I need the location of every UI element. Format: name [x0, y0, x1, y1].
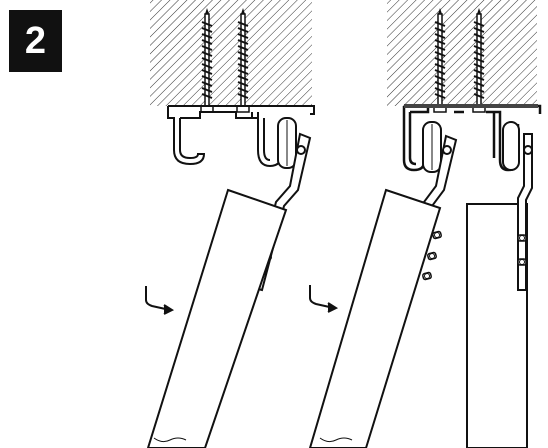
step-number-badge: 2: [9, 10, 62, 72]
left-assembly: [145, 0, 315, 448]
left-door-panel: [146, 188, 288, 448]
right-assembly: [308, 0, 542, 448]
right-hanger-bracket-2: [517, 133, 533, 291]
right-bolt-5: [517, 258, 527, 266]
right-ceiling-hatch: [387, 0, 537, 106]
left-ceiling-hatch: [150, 0, 312, 106]
right-curved-arrow: [309, 285, 339, 313]
left-curved-arrow: [145, 286, 175, 315]
right-bolt-1: [431, 230, 443, 240]
left-roller: [277, 117, 297, 169]
right-bolt-2: [426, 251, 438, 261]
right-bolt-4: [517, 234, 527, 242]
right-roller-1: [422, 121, 442, 173]
right-bolt-3: [421, 271, 433, 281]
right-tilted-door-panel: [308, 188, 442, 448]
right-roller-2: [502, 121, 520, 171]
